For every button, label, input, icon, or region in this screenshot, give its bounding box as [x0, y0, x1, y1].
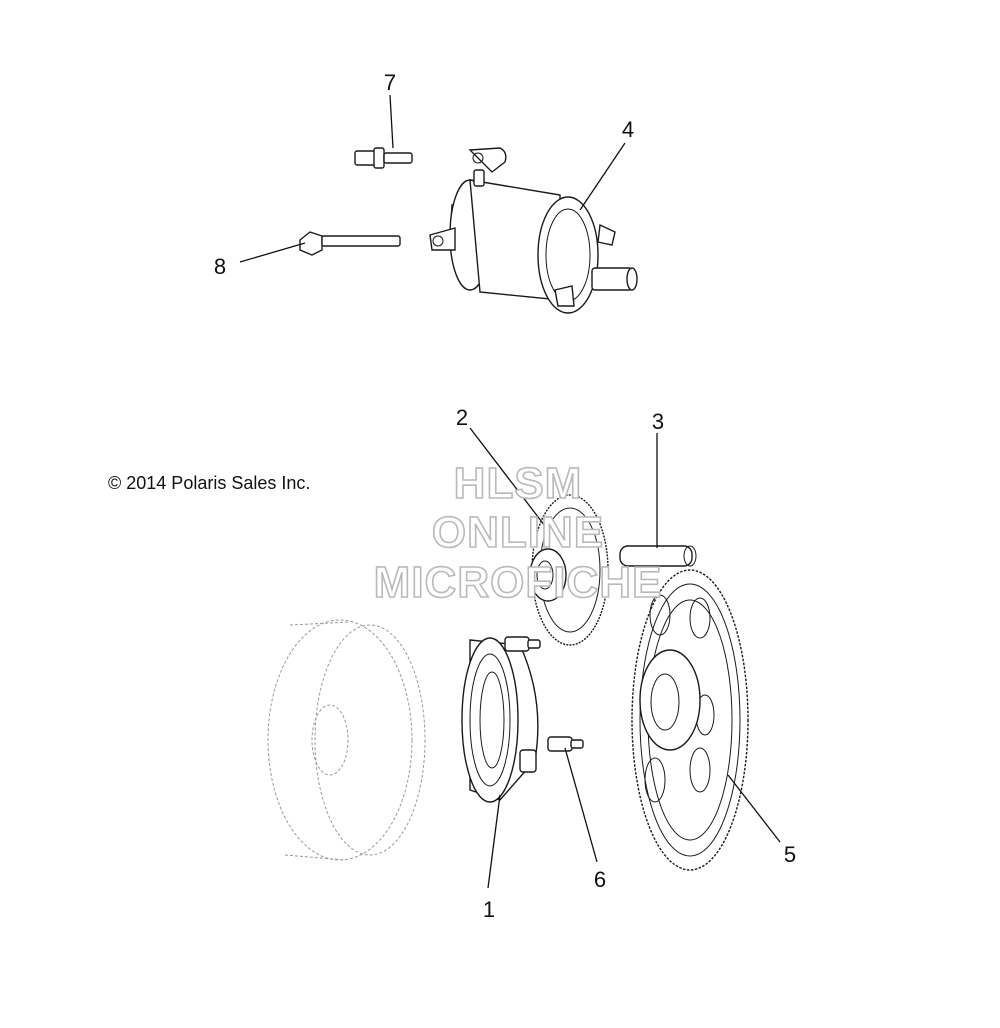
pin	[619, 545, 697, 567]
bolt-long	[299, 231, 401, 256]
copyright-text: © 2014 Polaris Sales Inc.	[108, 473, 310, 493]
starter-motor	[429, 147, 638, 314]
callout-3: 3	[652, 409, 664, 434]
callout-7: 7	[384, 70, 396, 95]
idler-gear	[529, 494, 609, 646]
watermark-line-1: HLSM	[454, 459, 583, 508]
starter-driven-gear	[631, 569, 749, 871]
watermark: HLSM ONLINE MICROFICHE	[373, 458, 663, 608]
bolt-short	[354, 147, 413, 169]
callout-8: 8	[214, 254, 226, 279]
callout-6: 6	[594, 867, 606, 892]
callout-5: 5	[784, 842, 796, 867]
flywheel-ghost	[267, 619, 426, 861]
watermark-line-2: ONLINE	[432, 508, 604, 557]
starter-clutch	[461, 637, 539, 803]
callout-4: 4	[622, 117, 634, 142]
watermark-line-3: MICROFICHE	[374, 558, 663, 607]
leader-lines	[239, 94, 781, 889]
callout-2: 2	[456, 405, 468, 430]
cap-screws	[504, 636, 584, 752]
callout-1: 1	[483, 897, 495, 922]
